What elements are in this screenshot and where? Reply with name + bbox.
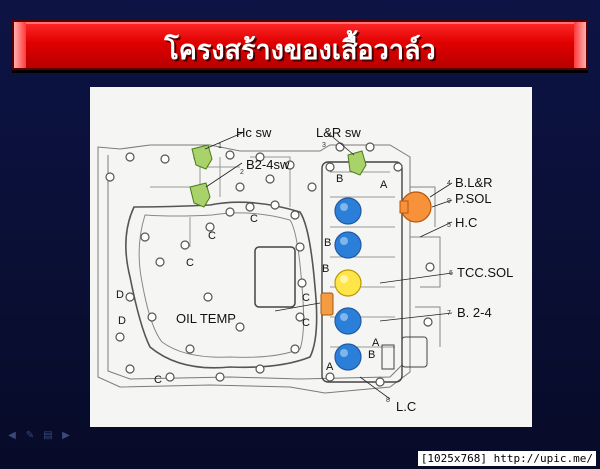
label-passage-a3: A [326,361,334,373]
label-b-2-4: B. 2-4 [457,305,492,320]
label-p-sol: P.SOL [455,191,492,206]
label-passage-b2: B [324,237,332,249]
menu-icon[interactable]: ▤ [43,430,53,441]
callout-number-2: 2 [240,169,244,176]
callout-number-3: 3 [322,142,326,149]
label-b2-4sw: B2-4sw [246,157,290,172]
callout-number-4: 4 [447,180,451,187]
callout-number-1: 1 [218,143,222,150]
label-passage-a1: A [380,179,388,191]
title-banner: โครงสร้างของเสื้อวาล์ว [12,20,588,70]
label-h-c: H.C [455,215,478,230]
callout-number-9: 9 [447,198,451,205]
label-passage-b3: B [322,263,330,275]
callout-number-7: 7 [447,310,451,317]
label-passage-b1: B [336,173,344,185]
label-passage-c6: C [154,374,162,386]
valve-body-drawing [97,132,453,400]
label-lr-sw: L&R sw [316,125,361,140]
label-oil-temp: OIL TEMP [176,311,236,326]
label-passage-d2: D [118,315,126,327]
label-hc-sw: Hc sw [236,125,272,140]
arrow-left-icon[interactable]: ◀ [8,430,16,441]
valve-body-diagram: B A B B A B A C C C C C C D D 1 2 3 4 9 … [90,87,532,427]
label-tcc-sol: TCC.SOL [457,265,514,280]
label-passage-c2: C [208,230,216,242]
label-passage-a2: A [372,337,380,349]
callout-number-8: 8 [386,397,390,404]
label-passage-c4: C [302,292,310,304]
slide-navigation: ◀ ✎ ▤ ▶ [6,431,72,443]
callout-number-6: 6 [449,270,453,277]
pen-icon[interactable]: ✎ [25,430,35,441]
label-b-lr: B.L&R [455,175,493,190]
label-passage-c3: C [186,257,194,269]
label-passage-b4: B [368,349,376,361]
arrow-right-icon[interactable]: ▶ [62,430,70,441]
label-l-c: L.C [396,399,417,414]
label-passage-c5: C [302,317,310,329]
callout-number-5: 5 [447,222,451,229]
label-passage-d1: D [116,289,124,301]
watermark: [1025x768] http://upic.me/ [417,451,596,466]
slide-title: โครงสร้างของเสื้อวาล์ว [164,35,436,66]
label-passage-c1: C [250,213,258,225]
